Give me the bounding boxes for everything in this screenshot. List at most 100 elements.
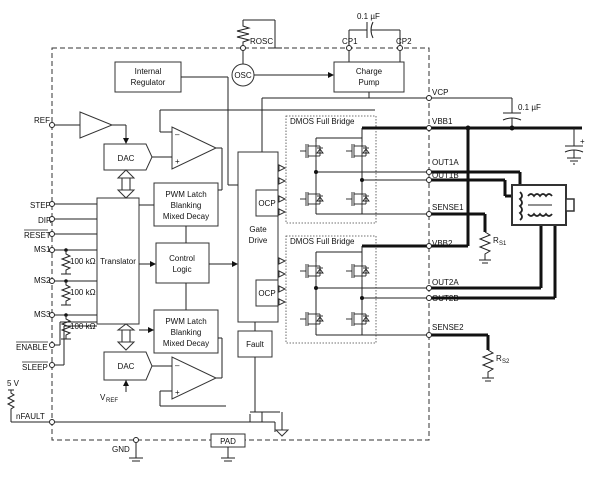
mosfet-5 <box>300 262 324 280</box>
bulk-capacitor-plus: + <box>580 137 585 146</box>
left-pin-5 <box>49 278 55 284</box>
ms3-label: MS3 <box>34 310 51 319</box>
charge-pump-label-2: Pump <box>359 78 380 87</box>
left-pin-8 <box>49 362 55 368</box>
translator-label: Translator <box>100 257 136 266</box>
dac-bottom-label: DAC <box>118 362 135 371</box>
ocp-top-label: OCP <box>258 199 275 208</box>
ref-buffer <box>79 111 114 139</box>
comparator-top-plus: + <box>175 157 180 166</box>
mosfet-7 <box>300 310 324 328</box>
translator-dac-bottom-arrow <box>116 323 136 351</box>
mosfet-array <box>300 142 370 328</box>
internal-regulator-block <box>114 61 182 93</box>
gate-drive-outputs <box>278 164 287 306</box>
control-logic-label-1: Control <box>169 254 195 263</box>
translator-block <box>96 197 140 325</box>
cap-top-label: 0.1 µF <box>357 12 380 21</box>
ref-label: REF <box>34 116 50 125</box>
cp1-label: CP1 <box>342 37 358 46</box>
osc-label: OSC <box>234 71 252 80</box>
comparator-top-minus: – <box>175 130 180 139</box>
nfault-pin <box>49 419 55 425</box>
v5-label: 5 V <box>7 379 20 388</box>
ocp-top-block <box>255 189 279 217</box>
rosc-resistor <box>236 19 275 48</box>
enable-label: ENABLE <box>16 343 48 352</box>
vcp-label: VCP <box>432 88 448 97</box>
right-pin-7 <box>426 295 432 301</box>
pad-label: PAD <box>220 437 236 446</box>
mosfet-4 <box>346 190 370 208</box>
cp1-pin <box>346 45 352 51</box>
vbb2-label: VBB2 <box>432 239 453 248</box>
mosfet-3 <box>300 190 324 208</box>
rs2-label: R <box>496 354 502 363</box>
right-pin-4 <box>426 211 432 217</box>
internal-ground-symbol <box>274 429 290 437</box>
gnd-pin <box>133 437 139 443</box>
right-pin-5 <box>426 243 432 249</box>
cp2-pin <box>397 45 403 51</box>
internal-regulator-label-1: Internal <box>135 67 162 76</box>
ocp-bottom-block <box>255 279 279 307</box>
vref-sub-label: REF <box>106 398 118 404</box>
sense2-label: SENSE2 <box>432 323 464 332</box>
mosfet-8 <box>346 310 370 328</box>
comparator-bottom-minus: – <box>175 361 180 370</box>
left-pin-2 <box>49 216 55 222</box>
vref-label: V <box>100 393 106 402</box>
dir-label: DIR <box>38 216 52 225</box>
pwm-latch-bottom-label-1: PWM Latch <box>165 317 206 326</box>
dac-top-block <box>103 143 153 171</box>
comparator-bottom <box>171 356 218 400</box>
ms1-resistor-label: 100 kΩ <box>70 257 96 266</box>
right-pin-1 <box>426 125 432 131</box>
pwm-latch-top-block <box>153 182 219 227</box>
rs2-resistor <box>481 349 495 378</box>
translator-dac-top-arrow <box>116 169 136 199</box>
right-pin-8 <box>426 332 432 338</box>
right-pin-6 <box>426 285 432 291</box>
mosfet-2 <box>346 142 370 160</box>
internal-regulator-label-2: Regulator <box>131 78 166 87</box>
gate-drive-label-1: Gate <box>249 225 267 234</box>
reset-label: RESET <box>24 231 51 240</box>
pwm-latch-bottom-label-3: Mixed Decay <box>163 339 209 348</box>
ms-pulldown-resistors <box>60 248 72 340</box>
comparator-top <box>171 126 218 170</box>
cp-capacitor <box>348 21 401 48</box>
left-pin-3 <box>49 231 55 237</box>
ref-pin <box>49 122 55 128</box>
cp2-label: CP2 <box>396 37 412 46</box>
control-logic-block <box>155 242 210 284</box>
rs1-resistor <box>478 231 492 260</box>
rs1-sub-label: S1 <box>499 241 507 247</box>
left-pin-6 <box>49 312 55 318</box>
out1b-label: OUT1B <box>432 171 459 180</box>
ms2-label: MS2 <box>34 276 51 285</box>
cap-vcp-label: 0.1 µF <box>518 103 541 112</box>
pwm-latch-bottom-block <box>153 309 219 354</box>
sleep-label: SLEEP <box>22 363 48 372</box>
dac-bottom-block <box>103 351 153 381</box>
ms1-label: MS1 <box>34 245 51 254</box>
pullup-resistor <box>6 390 16 414</box>
right-pin-2 <box>426 169 432 175</box>
ocp-bottom-label: OCP <box>258 289 275 298</box>
rosc-label: ROSC <box>250 37 273 46</box>
pwm-latch-top-label-3: Mixed Decay <box>163 212 209 221</box>
fault-label: Fault <box>246 340 265 349</box>
pwm-latch-top-label-2: Blanking <box>171 201 202 210</box>
step-label: STEP <box>30 201 51 210</box>
pwm-latch-top-label-1: PWM Latch <box>165 190 206 199</box>
out1a-label: OUT1A <box>432 158 459 167</box>
dmos-bridge-2 <box>285 235 377 344</box>
sense1-label: SENSE1 <box>432 203 464 212</box>
vcp-pin <box>426 95 432 101</box>
vbb1-label: VBB1 <box>432 117 453 126</box>
rs2-sub-label: S2 <box>502 359 510 365</box>
dac-top-label: DAC <box>118 154 135 163</box>
control-logic-label-2: Logic <box>172 265 191 274</box>
